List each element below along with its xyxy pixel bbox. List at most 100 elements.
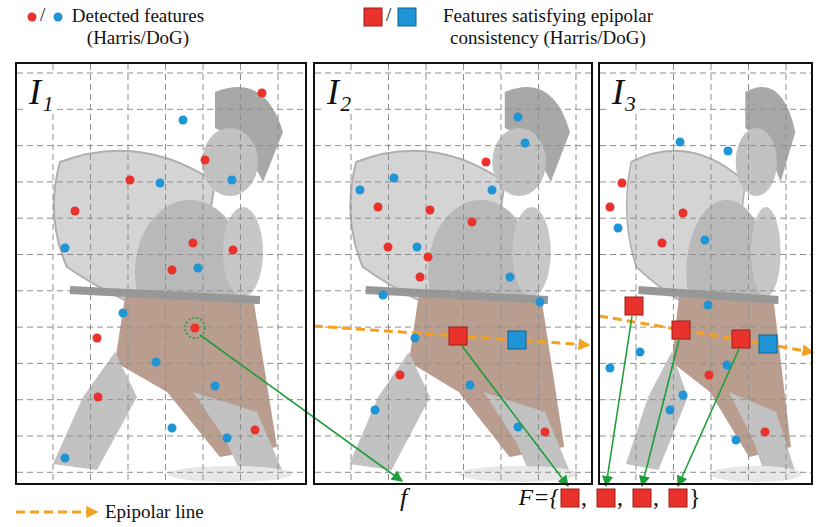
grid-line [600, 290, 811, 291]
grid-line [17, 218, 305, 219]
grid-line [600, 472, 811, 473]
feature-dot [94, 393, 103, 402]
grid-line [203, 64, 204, 483]
feature-dot [168, 266, 177, 275]
feature-dot [189, 239, 198, 248]
statue-part [512, 207, 550, 297]
dashed-grid [17, 64, 811, 483]
legend-separator: / [386, 5, 391, 26]
feature-dot [126, 176, 135, 185]
statue-part [638, 290, 778, 300]
feature-dot [152, 358, 161, 367]
feature-dot [536, 298, 545, 307]
set-notation: , [653, 484, 659, 510]
statue-part [484, 392, 570, 474]
statue-part [53, 352, 137, 470]
feature-dot [541, 428, 550, 437]
feature-dot [201, 156, 210, 165]
image-label: I₂ [324, 74, 355, 112]
feature-dots [61, 89, 770, 463]
grid-line [673, 64, 674, 483]
grid-line [17, 290, 305, 291]
feature-dot [705, 371, 714, 380]
grid-line [600, 363, 811, 364]
feature-symbol: f [400, 484, 407, 513]
consistent-feature-square [669, 489, 687, 507]
grid-line [315, 109, 591, 110]
grid-line [538, 64, 539, 483]
leader-arrow [462, 346, 568, 486]
legend-text: Features satisfying epipolar consistency… [419, 5, 677, 49]
statue-part [193, 392, 283, 474]
feature-dot [384, 243, 393, 252]
grid-line [600, 181, 811, 182]
statue-part [626, 352, 688, 470]
feature-dot [61, 244, 70, 253]
feature-dot [211, 382, 220, 391]
feature-dot [679, 209, 688, 218]
grid-line [711, 64, 712, 483]
feature-dot [676, 138, 685, 147]
grid-line [748, 64, 749, 483]
grid-line [17, 399, 305, 400]
legend-separator: / [40, 5, 45, 26]
grid-line [278, 64, 279, 483]
statue-part [751, 207, 780, 297]
legend-text: Detected features (Harris/DoG) [58, 5, 218, 49]
grid-line [315, 145, 591, 146]
feature-dot [379, 291, 388, 300]
feature-dot [636, 348, 645, 357]
feature-dot [371, 406, 380, 415]
feature-dot [71, 207, 80, 216]
grid-line [600, 436, 811, 437]
feature-dot [658, 239, 667, 248]
feature-dot [666, 406, 675, 415]
feature-dot [61, 454, 70, 463]
feature-dot [466, 381, 475, 390]
feature-dot [416, 273, 425, 282]
grid-line [463, 64, 464, 483]
grid-line [315, 73, 591, 74]
feature-dot [411, 334, 420, 343]
statue-part [711, 466, 802, 482]
consistent-feature-square [508, 331, 526, 349]
grid-line [388, 64, 389, 483]
grid-line [17, 145, 305, 146]
grid-line [315, 254, 591, 255]
statue-part [223, 207, 263, 297]
feature-dot [761, 428, 770, 437]
set-notation: F={ [519, 484, 559, 510]
feature-dot [426, 206, 435, 215]
grid-line [17, 254, 305, 255]
grid-line [315, 181, 591, 182]
grid-line [240, 64, 241, 483]
grid-line [315, 436, 591, 437]
statue-part [409, 297, 564, 457]
grid-line [315, 290, 591, 291]
statue-part [202, 128, 258, 196]
set-notation: , [617, 484, 623, 510]
grid-line [351, 64, 352, 483]
grid-line [165, 64, 166, 483]
statue-figure [349, 87, 578, 482]
feature-dot [514, 113, 523, 122]
leader-arrow [606, 316, 632, 486]
statue-part [460, 466, 579, 482]
grid-line [128, 64, 129, 483]
legend-symbols [16, 8, 416, 512]
leader-arrow [200, 335, 402, 481]
feature-dot [488, 186, 497, 195]
set-notation: } [689, 484, 701, 510]
feature-dot [191, 324, 200, 333]
feature-dot [251, 426, 260, 435]
feature-dot [701, 236, 710, 245]
statue-part [366, 290, 548, 300]
grid-line [501, 64, 502, 483]
feature-dot [93, 334, 102, 343]
grid-line [315, 472, 591, 473]
feature-dot [390, 174, 399, 183]
statue-part [492, 128, 546, 196]
grid-line [426, 64, 427, 483]
